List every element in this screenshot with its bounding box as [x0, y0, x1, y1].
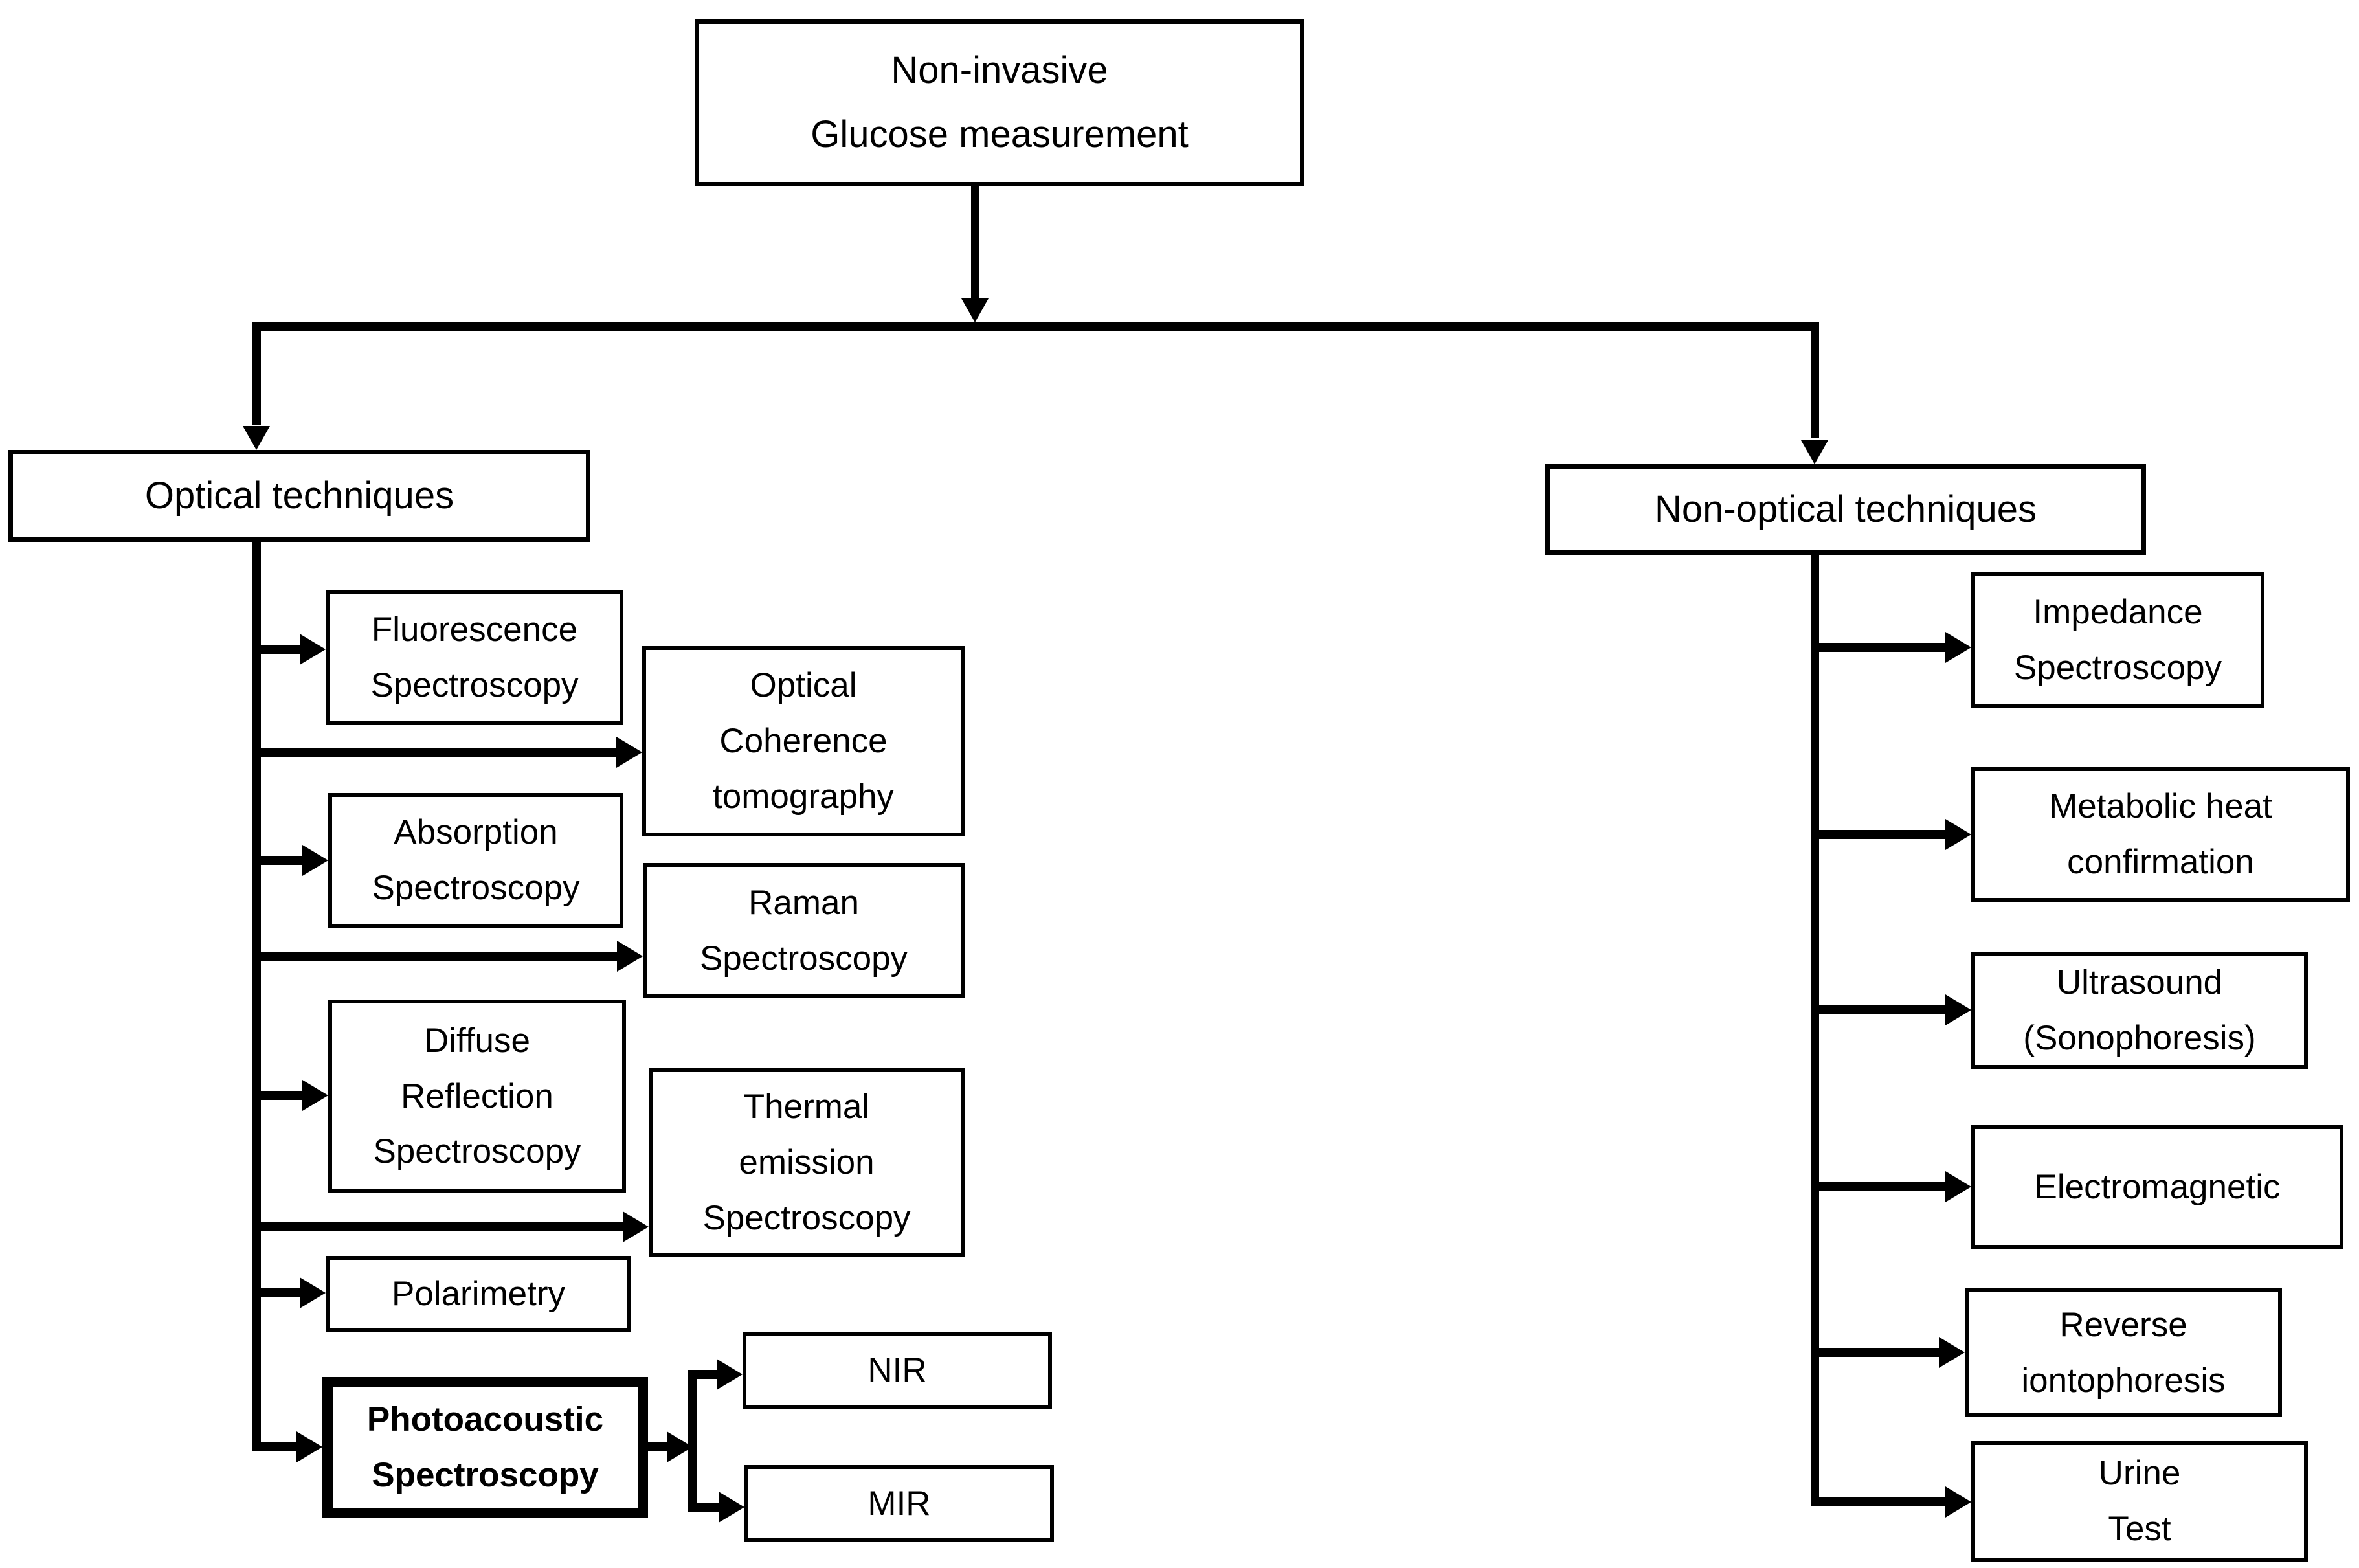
- node-thermal-emission-spectroscopy: Thermal emission Spectroscopy: [649, 1068, 965, 1257]
- node-optical-coherence-tomography: Optical Coherence tomography: [642, 646, 965, 836]
- connector-to-mir: [693, 1503, 719, 1512]
- arrowhead-to-mir: [719, 1492, 744, 1523]
- arrowhead-to-metabolic: [1945, 819, 1971, 850]
- connector-to-oct: [261, 748, 616, 757]
- arrowhead-to-reverse-iontophoresis: [1939, 1337, 1965, 1368]
- arrowhead-to-nir: [717, 1359, 743, 1390]
- arrowhead-to-fluorescence: [300, 634, 326, 665]
- connector-to-reverse-iontophoresis: [1819, 1348, 1939, 1357]
- arrowhead-to-polarimetry: [300, 1277, 326, 1308]
- node-optical-techniques: Optical techniques: [8, 450, 590, 542]
- node-nir: NIR: [743, 1332, 1052, 1409]
- node-mir: MIR: [744, 1465, 1054, 1542]
- node-raman-spectroscopy: Raman Spectroscopy: [643, 863, 965, 998]
- node-ultrasound-sonophoresis: Ultrasound (Sonophoresis): [1971, 952, 2308, 1069]
- connector-drop-optical: [252, 331, 261, 425]
- node-impedance-spectroscopy: Impedance Spectroscopy: [1971, 572, 2264, 708]
- arrowhead-to-raman: [617, 941, 643, 972]
- node-electromagnetic: Electromagnetic: [1971, 1125, 2343, 1249]
- arrowhead-to-urine-test: [1945, 1486, 1971, 1518]
- node-metabolic-heat-confirmation: Metabolic heat confirmation: [1971, 767, 2350, 902]
- connector-to-diffuse: [261, 1091, 302, 1100]
- connector-to-impedance: [1819, 643, 1945, 652]
- node-reverse-iontophoresis: Reverse iontophoresis: [1965, 1288, 2282, 1417]
- arrowhead-root-to-bar: [961, 298, 989, 322]
- connector-to-nir: [693, 1370, 717, 1379]
- arrowhead-to-optical: [243, 426, 270, 450]
- connector-photoacoustic-out: [648, 1442, 667, 1451]
- connector-to-polarimetry: [261, 1288, 300, 1297]
- arrowhead-to-photoacoustic: [296, 1431, 322, 1462]
- node-fluorescence-spectroscopy: Fluorescence Spectroscopy: [326, 590, 623, 725]
- connector-to-fluorescence: [261, 645, 300, 654]
- connector-to-urine-test: [1811, 1497, 1945, 1506]
- connector-to-metabolic: [1819, 830, 1945, 839]
- arrowhead-to-thermal: [623, 1211, 649, 1242]
- arrowhead-to-non-optical: [1801, 440, 1828, 464]
- connector-drop-non-optical: [1811, 331, 1819, 438]
- connector-to-ultrasound: [1819, 1005, 1945, 1014]
- connector-to-raman: [261, 952, 617, 961]
- node-photoacoustic-spectroscopy: Photoacoustic Spectroscopy: [322, 1377, 648, 1518]
- connector-to-electromagnetic: [1819, 1182, 1945, 1191]
- arrowhead-to-impedance: [1945, 632, 1971, 663]
- node-non-invasive-glucose-measurement: Non-invasive Glucose measurement: [695, 19, 1304, 186]
- connector-optical-trunk: [252, 542, 261, 1451]
- node-non-optical-techniques: Non-optical techniques: [1545, 464, 2146, 555]
- node-diffuse-reflection-spectroscopy: Diffuse Reflection Spectroscopy: [328, 1000, 626, 1193]
- node-absorption-spectroscopy: Absorption Spectroscopy: [328, 793, 623, 928]
- connector-non-optical-trunk: [1811, 555, 1819, 1506]
- connector-split-bar: [252, 322, 1819, 331]
- connector-nir-mir-bracket: [688, 1370, 697, 1512]
- arrowhead-to-diffuse: [302, 1080, 328, 1111]
- node-urine-test: Urine Test: [1971, 1441, 2308, 1562]
- arrowhead-to-absorption: [302, 845, 328, 876]
- arrowhead-to-ultrasound: [1945, 994, 1971, 1025]
- connector-to-photoacoustic: [252, 1442, 296, 1451]
- arrowhead-to-oct: [616, 737, 642, 768]
- connector-root-stem: [971, 186, 979, 300]
- node-polarimetry: Polarimetry: [326, 1256, 631, 1332]
- connector-to-absorption: [261, 856, 302, 865]
- arrowhead-to-electromagnetic: [1945, 1171, 1971, 1202]
- connector-to-thermal: [261, 1222, 623, 1231]
